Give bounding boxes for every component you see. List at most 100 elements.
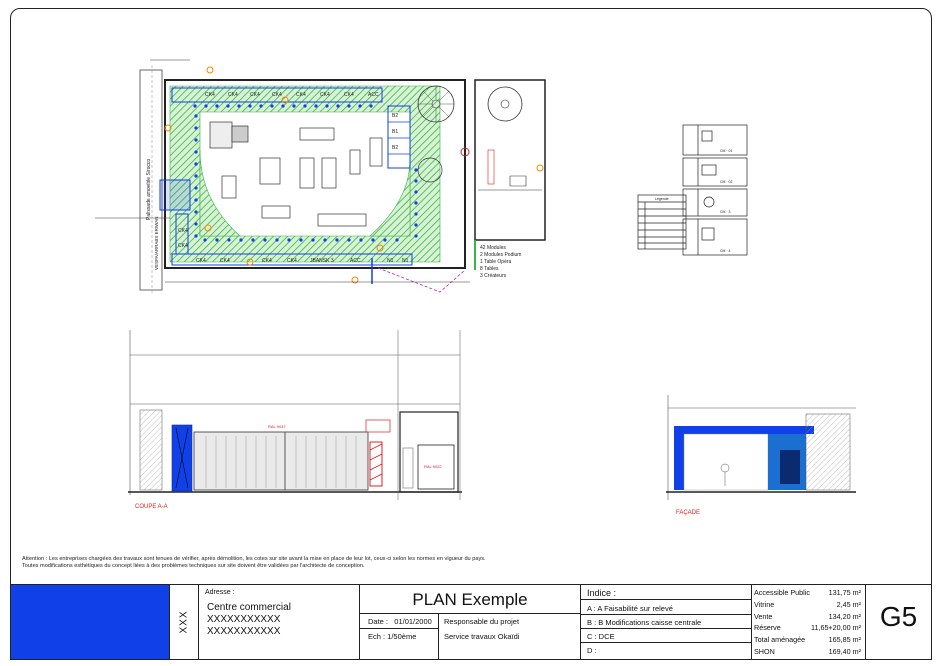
light-marker (414, 234, 418, 238)
title-block: XXX Adresse : Centre commercial XXXXXXXX… (10, 584, 932, 660)
light-marker (251, 238, 255, 242)
zone-bottom-6: ACC (350, 258, 361, 264)
zone-top-8: ACC (368, 92, 379, 98)
light-marker (194, 174, 198, 178)
light-marker (227, 238, 231, 242)
light-marker (303, 104, 307, 108)
left-label-2: VESPA/ARRABS ERIWAN (154, 216, 159, 270)
surface-label-5: Total aménagée (754, 635, 806, 644)
index-item-d: D : (587, 646, 597, 655)
light-marker (248, 104, 252, 108)
zone-top-7: CK4 (344, 92, 354, 98)
section-ral-2: RAL 9022 (424, 464, 442, 469)
brand-panel (11, 585, 170, 659)
zone-bottom-7: N1 (387, 258, 394, 264)
detail-label-4: CM · 4 (720, 249, 731, 253)
facade-elevation (666, 395, 856, 500)
detail-table-header: Légende (655, 197, 669, 201)
zone-bottom-1: CK4 (196, 258, 206, 264)
address-cell: Adresse : Centre commercial XXXXXXXXXXX … (199, 585, 360, 659)
zone-right-2: B1 (392, 129, 398, 135)
surface-label-2: Vitrine (754, 600, 775, 609)
plan-legend: 42 Modules 2 Modules Podium 1 Table Opér… (480, 245, 521, 279)
light-marker (215, 238, 219, 242)
light-marker (299, 238, 303, 242)
light-marker (281, 104, 285, 108)
light-marker (311, 238, 315, 242)
zone-top-1: CK4 (205, 92, 215, 98)
light-marker (395, 238, 399, 242)
light-marker (259, 104, 263, 108)
surface-value-3: 134,20 m² (828, 612, 861, 621)
light-marker (314, 104, 318, 108)
surface-value-2: 2,45 m² (836, 600, 861, 609)
date-label: Date : (368, 617, 389, 626)
light-marker (371, 238, 375, 242)
light-marker (275, 238, 279, 242)
light-marker (194, 186, 198, 190)
light-marker (292, 104, 296, 108)
surface-value-1: 131,75 m² (828, 588, 861, 597)
zone-right-3: B2 (392, 145, 398, 151)
light-marker (270, 104, 274, 108)
surface-value-5: 165,85 m² (828, 635, 861, 644)
zone-bottom-4: CK4 (287, 258, 297, 264)
light-marker (347, 104, 351, 108)
light-marker (414, 212, 418, 216)
light-marker (194, 138, 198, 142)
zone-bottom-2: CK4 (220, 258, 230, 264)
detail-label-2: CM · 02 (720, 180, 733, 184)
zone-bottom-3: CK4 (262, 258, 272, 264)
section-aa-caption: COUPE A-A (135, 504, 168, 510)
light-marker (194, 150, 198, 154)
light-marker (194, 162, 198, 166)
zone-bottom-8: N1 (402, 258, 409, 264)
surface-value-4: 11,65+20,00 m² (810, 623, 861, 632)
address-line-1: Centre commercial (207, 602, 291, 613)
light-marker (194, 198, 198, 202)
light-marker (194, 126, 198, 130)
light-marker (194, 114, 198, 118)
zone-top-2: CK4 (228, 92, 238, 98)
light-marker (359, 238, 363, 242)
date-value: 01/01/2000 (394, 617, 432, 626)
light-marker (336, 104, 340, 108)
light-marker (358, 104, 362, 108)
sheet-code-cell: G5 (866, 585, 931, 659)
detail-label-1: CM · 01 (720, 149, 733, 153)
address-line-2: XXXXXXXXXXX (207, 614, 281, 625)
legend-item-1: 42 Modules (480, 245, 506, 251)
stock-room (474, 79, 546, 270)
project-manager-value: Service travaux Okaïdi (444, 632, 520, 641)
zone-bottom-5: JBANSK 3 (310, 258, 334, 264)
note-line-2: Toutes modifications esthétiques du conc… (22, 563, 365, 569)
legend-item-4: 8 Tables (480, 266, 499, 272)
light-marker (194, 210, 198, 214)
project-manager-label: Responsable du projet (444, 617, 520, 626)
project-code-cell: XXX (170, 585, 199, 659)
light-marker (335, 238, 339, 242)
plan-info-cell: PLAN Exemple Date : 01/01/2000 Responsab… (360, 585, 581, 659)
light-marker (414, 190, 418, 194)
zone-top-4: CK4 (272, 92, 282, 98)
address-line-3: XXXXXXXXXXX (207, 626, 281, 637)
light-marker (239, 238, 243, 242)
plan-title: PLAN Exemple (360, 587, 580, 614)
sheet-code: G5 (879, 601, 918, 632)
zone-top-3: CK4 (250, 92, 260, 98)
light-marker (215, 104, 219, 108)
zone-top-5: CK4 (296, 92, 306, 98)
index-item-a: A : A Faisabilité sur relevé (587, 604, 673, 613)
legend-item-2: 2 Modules Podium (480, 252, 521, 258)
light-marker (369, 104, 373, 108)
light-marker (383, 238, 387, 242)
light-marker (263, 238, 267, 242)
zone-top-6: CK4 (320, 92, 330, 98)
zone-right-1: B2 (392, 113, 398, 119)
light-marker (414, 223, 418, 227)
zone-left-1: CK4 (178, 228, 188, 234)
light-marker (347, 238, 351, 242)
light-marker (194, 234, 198, 238)
